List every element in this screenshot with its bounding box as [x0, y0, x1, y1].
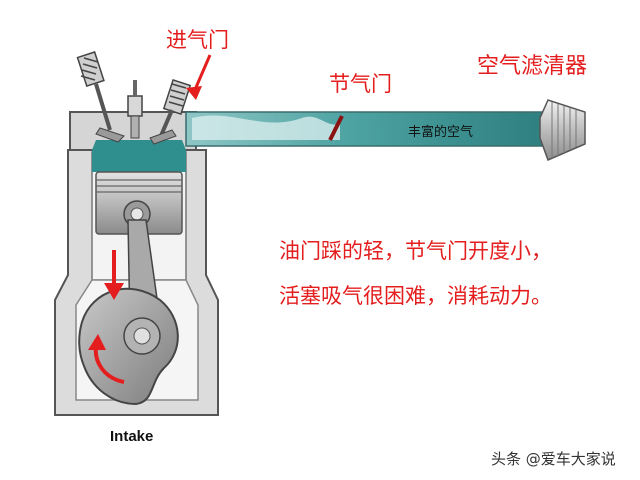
spark-plug — [127, 80, 143, 139]
intake-valve-label: 进气门 — [166, 28, 229, 52]
intake-pipe-highlight — [192, 115, 340, 140]
throttle-label: 节气门 — [329, 72, 392, 96]
piston-down-arrow — [104, 250, 124, 300]
combustion-chamber — [92, 140, 186, 172]
intake-valve-assembly — [149, 79, 192, 145]
left-valve-assembly — [76, 51, 125, 143]
rich-air-label: 丰富的空气 — [408, 125, 474, 140]
air-filter-pleats — [551, 102, 577, 158]
caption-line-1: 油门踩的轻，节气门开度小， — [279, 239, 552, 263]
intake-valve-pointer — [186, 54, 212, 100]
watermark: 头条 @爱车大家说 — [491, 450, 616, 468]
throttle-plate — [328, 115, 344, 141]
air-filter-label: 空气滤清器 — [477, 54, 588, 79]
piston-rings — [96, 179, 182, 193]
air-filter-cone — [539, 99, 586, 162]
caption-line-2: 活塞吸气很困难，消耗动力。 — [279, 284, 552, 308]
crank-rotation-arrow — [88, 334, 125, 384]
stroke-label: Intake — [110, 428, 154, 445]
